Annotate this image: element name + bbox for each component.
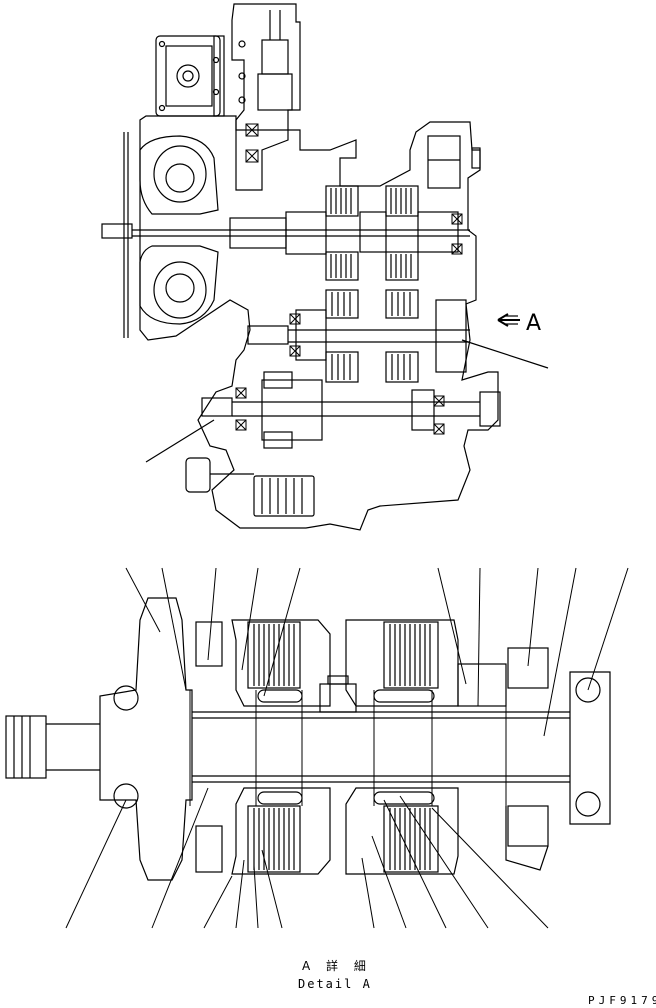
detail-caption-en: Detail A xyxy=(298,977,372,991)
leader-lines-bottom xyxy=(65,787,549,929)
detail-a-view: A 詳 細 Detail A xyxy=(5,567,629,991)
charging-pump xyxy=(155,35,225,117)
torque-converter xyxy=(123,132,219,338)
right-flange xyxy=(569,671,611,825)
leader-line xyxy=(145,419,215,463)
clutch-pack-right-lower xyxy=(345,787,459,875)
clutch-pack-left-lower xyxy=(231,787,331,875)
left-flange xyxy=(5,597,193,881)
input-shaft xyxy=(101,211,470,255)
left-hub xyxy=(195,621,223,873)
leader-lines-top xyxy=(125,567,629,737)
control-valve xyxy=(427,135,481,189)
transmission-assembly-view: A xyxy=(101,3,549,531)
clutch-pack-right-upper xyxy=(345,619,459,707)
shaft-seals xyxy=(189,690,507,806)
oil-filter xyxy=(185,457,315,517)
output-shaft xyxy=(201,371,501,449)
view-label: A xyxy=(526,311,541,336)
transmission-case-outline xyxy=(139,115,499,531)
detail-shaft xyxy=(192,675,570,783)
clutch-shaft-middle xyxy=(247,289,470,383)
clutch-pack-left-upper xyxy=(231,619,331,707)
right-hub xyxy=(457,647,549,871)
view-arrow-a xyxy=(497,313,520,327)
upper-clutch-packs xyxy=(325,185,459,281)
bearings-top-view xyxy=(235,123,463,435)
pump-housing xyxy=(231,3,301,191)
part-id: PJF9179 xyxy=(588,994,656,1007)
detail-caption-jp: A 詳 細 xyxy=(302,958,372,973)
leader-line xyxy=(461,339,549,369)
